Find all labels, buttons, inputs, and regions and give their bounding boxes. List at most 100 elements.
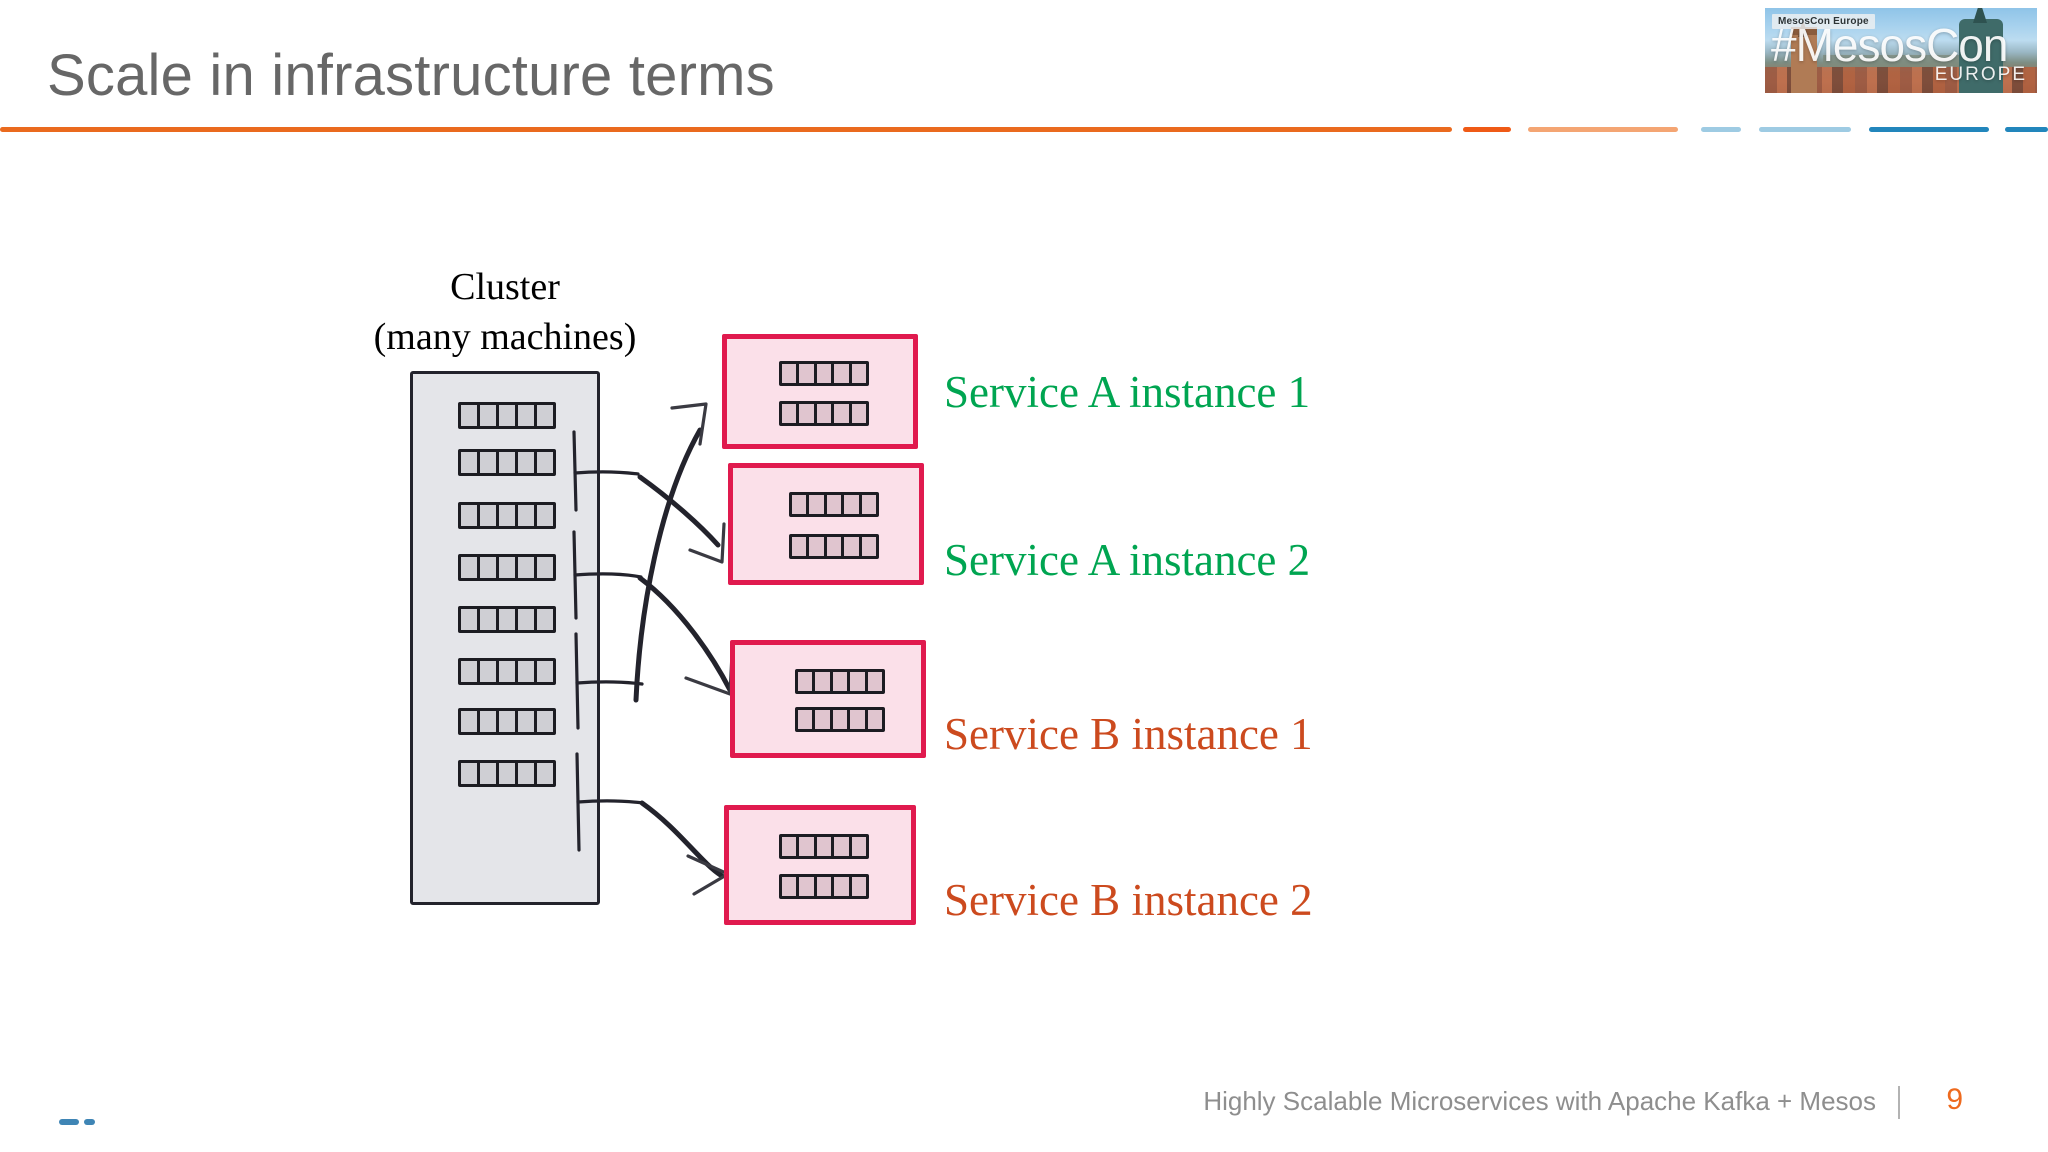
service-label-a1: Service A instance 1 [944, 367, 1311, 417]
service-cell [827, 537, 845, 556]
logo-church-tower-icon [1959, 19, 2003, 93]
header-divider-blue-dark [1869, 127, 1989, 132]
cluster-machine-row [458, 658, 556, 685]
cluster-machine-row [458, 554, 556, 581]
cluster-caption-line1: Cluster [450, 266, 560, 308]
service-instance-box[interactable] [730, 640, 926, 758]
service-cell [852, 404, 866, 423]
cluster-machine-row [458, 606, 556, 633]
arrow-curve-1 [633, 427, 703, 703]
service-cell [809, 495, 827, 514]
machine-cell [480, 711, 499, 732]
machine-cell [537, 557, 553, 578]
arrowhead-1 [670, 402, 708, 446]
corner-dash-left [59, 1119, 79, 1125]
header-divider-blue-end [2005, 127, 2048, 132]
header-divider-orange-main [0, 127, 1452, 132]
cluster-box [410, 371, 600, 905]
cluster-machine-row [458, 708, 556, 735]
cluster-machine-row [458, 760, 556, 787]
cluster-machine-row [458, 502, 556, 529]
cluster-machine-row [458, 449, 556, 476]
service-label-b2: Service B instance 2 [944, 875, 1313, 925]
header-divider-blue-light [1759, 127, 1851, 132]
service-cell [799, 877, 817, 896]
service-rack-row [789, 534, 879, 559]
arrow-curve-3 [637, 575, 733, 693]
machine-cell [537, 452, 553, 473]
cluster-caption-line2: (many machines) [373, 316, 637, 358]
service-cell [852, 364, 866, 383]
machine-cell [537, 505, 553, 526]
machine-cell [499, 609, 518, 630]
machine-cell [461, 763, 480, 784]
machine-cell [480, 609, 499, 630]
service-instance-box[interactable] [728, 463, 924, 585]
header-divider-orange-dark [1463, 127, 1511, 132]
service-cell [809, 537, 827, 556]
service-cell [782, 404, 800, 423]
header-divider-blue-small [1701, 127, 1741, 132]
machine-cell [461, 452, 480, 473]
machine-cell [499, 661, 518, 682]
service-cell [815, 710, 833, 729]
machine-cell [480, 557, 499, 578]
logo-region-label: EUROPE [1934, 64, 2027, 85]
service-cell [833, 710, 851, 729]
service-instance-box[interactable] [724, 805, 916, 925]
machine-cell [461, 505, 480, 526]
page-title: Scale in infrastructure terms [47, 43, 775, 108]
service-label-b1: Service B instance 1 [944, 709, 1313, 759]
machine-cell [518, 609, 537, 630]
service-instance-box[interactable] [722, 334, 918, 449]
service-cell [834, 364, 852, 383]
corner-dash-right [84, 1119, 95, 1125]
footer-separator [1898, 1086, 1900, 1119]
machine-cell [518, 452, 537, 473]
mesoscon-logo: #MesosCon EUROPE MesosCon Europe [1765, 8, 2037, 93]
service-rack-row [779, 361, 869, 386]
service-cell [799, 837, 817, 856]
service-cell [782, 364, 800, 383]
machine-cell [480, 405, 499, 426]
service-rack-row [795, 707, 885, 732]
logo-badge-label: MesosCon Europe [1772, 14, 1875, 29]
service-cell [782, 837, 800, 856]
service-cell [868, 710, 882, 729]
footer-title: Highly Scalable Microservices with Apach… [1203, 1086, 1876, 1116]
machine-cell [499, 763, 518, 784]
page-number: 9 [1946, 1083, 1963, 1116]
service-cell [833, 672, 851, 691]
service-cell [852, 837, 866, 856]
machine-cell [461, 405, 480, 426]
machine-cell [537, 405, 553, 426]
service-rack-row [789, 492, 879, 517]
machine-cell [537, 609, 553, 630]
service-cell [817, 404, 835, 423]
service-cell [834, 837, 852, 856]
service-cell [850, 710, 868, 729]
machine-cell [537, 661, 553, 682]
service-rack-row [779, 834, 869, 859]
service-cell [862, 537, 876, 556]
machine-cell [518, 405, 537, 426]
machine-cell [461, 661, 480, 682]
machine-cell [461, 711, 480, 732]
machine-cell [537, 711, 553, 732]
service-cell [844, 537, 862, 556]
cluster-caption: Cluster (many machines) [355, 262, 655, 362]
machine-cell [499, 452, 518, 473]
service-cell [817, 837, 835, 856]
machine-cell [518, 557, 537, 578]
service-cell [834, 404, 852, 423]
service-rack-row [779, 874, 869, 899]
machine-cell [537, 763, 553, 784]
machine-cell [518, 505, 537, 526]
arrow-curve-4 [639, 800, 725, 879]
service-label-a2: Service A instance 2 [944, 535, 1311, 585]
service-cell [817, 877, 835, 896]
machine-cell [499, 505, 518, 526]
service-cell [834, 877, 852, 896]
machine-cell [480, 505, 499, 526]
